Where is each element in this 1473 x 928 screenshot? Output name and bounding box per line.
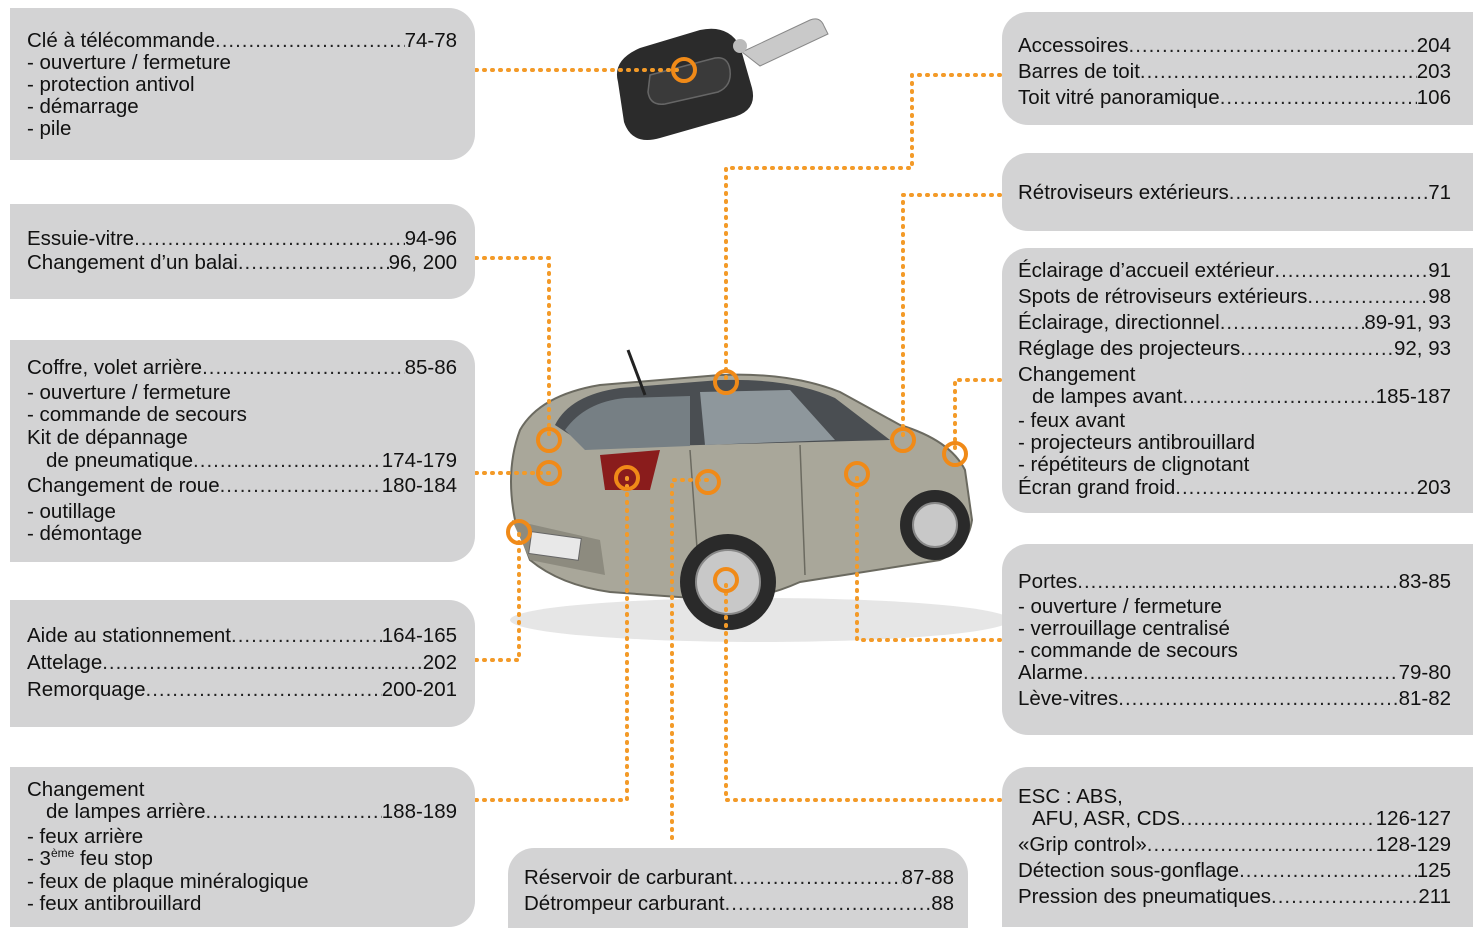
parking-row[interactable]: Remorquage200-201 [27,679,457,701]
wiper-box: Essuie-vitre94-96 Changement d’un balai9… [10,204,475,299]
mirrors-row[interactable]: Rétroviseurs extérieurs71 [1018,182,1451,204]
lighting-row[interactable]: de lampes avant185-187 [1032,386,1451,408]
parking-row[interactable]: Attelage 202 [27,652,457,674]
key-fob-image [616,18,829,140]
lighting-box: Éclairage d’accueil extérieur91 Spots de… [1002,248,1473,513]
mirrors-box: Rétroviseurs extérieurs71 [1002,153,1473,231]
rear-lamps-item: - 3ème feu stop [27,846,153,870]
fuel-box: Réservoir de carburant87-88 Détrompeur c… [508,848,968,928]
accessories-box: Accessoires 204 Barres de toit 203 Toit … [1002,12,1473,125]
doors-item: - ouverture / fermeture [1018,595,1222,618]
rear-lamps-item: - feux antibrouillard [27,892,202,915]
boot-item: - outillage [27,500,116,523]
accessories-row[interactable]: Toit vitré panoramique 106 [1018,87,1451,109]
fuel-row[interactable]: Réservoir de carburant87-88 [524,867,954,889]
esc-box: ESC : ABS, AFU, ASR, CDS 126-127 «Grip c… [1002,767,1473,927]
parking-row[interactable]: Aide au stationnement164-165 [27,625,457,647]
accessories-row[interactable]: Accessoires 204 [1018,35,1451,57]
esc-row[interactable]: Pression des pneumatiques 211 [1018,886,1451,908]
markers [506,57,968,593]
rear-lamps-item: - feux arrière [27,825,144,848]
key-item: - ouverture / fermeture [27,51,231,74]
rear-lamps-box: Changement de lampes arrière188-189 - fe… [10,767,475,927]
key-item: - démarrage [27,95,139,118]
doors-box: Portes 83-85 - ouverture / fermeture - v… [1002,544,1473,735]
boot-box: Coffre, volet arrière85-86 - ouverture /… [10,340,475,562]
lighting-row[interactable]: Réglage des projecteurs92, 93 [1018,338,1451,360]
key-box: Clé à télécommande74-78 - ouverture / fe… [10,8,475,160]
car-image [510,349,1010,642]
rear-lamps-item: - feux de plaque minéralogique [27,870,309,893]
lighting-item: - répétiteurs de clignotant [1018,453,1250,476]
key-item: - pile [27,117,72,140]
lighting-row[interactable]: Spots de rétroviseurs extérieurs98 [1018,286,1451,308]
lighting-item: - projecteurs antibrouillard [1018,431,1256,454]
boot-item: - ouverture / fermeture [27,381,231,404]
boot-item: - commande de secours [27,403,247,426]
kit-title: Kit de dépannage [27,426,188,449]
lighting-row[interactable]: Écran grand froid203 [1018,477,1451,499]
fuel-row[interactable]: Détrompeur carburant 88 [524,893,954,915]
boot-row[interactable]: Changement de roue180-184 [27,475,457,497]
key-item: - protection antivol [27,73,195,96]
key-title-row[interactable]: Clé à télécommande74-78 [27,30,457,52]
rear-lamps-row[interactable]: de lampes arrière188-189 [46,801,457,823]
lighting-row[interactable]: Éclairage d’accueil extérieur91 [1018,260,1451,282]
doors-row[interactable]: Portes 83-85 [1018,571,1451,593]
doors-row[interactable]: Lève-vitres81-82 [1018,688,1451,710]
parking-box: Aide au stationnement164-165 Attelage 20… [10,600,475,727]
esc-row[interactable]: Détection sous-gonflage125 [1018,860,1451,882]
esc-row[interactable]: AFU, ASR, CDS 126-127 [1032,808,1451,830]
accessories-row[interactable]: Barres de toit 203 [1018,61,1451,83]
lighting-row[interactable]: Éclairage, directionnel 89-91, 93 [1018,312,1451,334]
boot-item: - démontage [27,522,143,545]
rear-lamps-title: Changement [27,778,145,801]
boot-row[interactable]: Coffre, volet arrière85-86 [27,357,457,379]
boot-row[interactable]: de pneumatique 174-179 [46,450,457,472]
esc-title: ESC : ABS, [1018,785,1123,808]
lighting-item: - feux avant [1018,409,1126,432]
esc-row[interactable]: «Grip control» 128-129 [1018,834,1451,856]
wiper-row[interactable]: Changement d’un balai96, 200 [27,252,457,274]
lighting-subtitle: Changement [1018,363,1136,386]
doors-item: - commande de secours [1018,639,1238,662]
doors-item: - verrouillage centralisé [1018,617,1230,640]
wiper-row[interactable]: Essuie-vitre94-96 [27,228,457,250]
doors-row[interactable]: Alarme 79-80 [1018,662,1451,684]
